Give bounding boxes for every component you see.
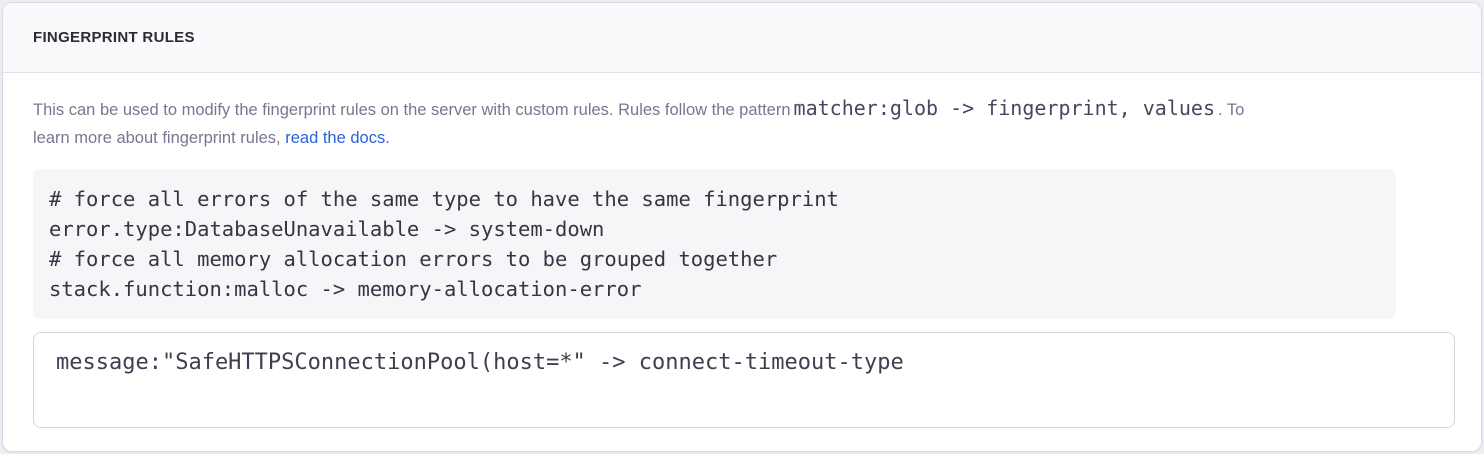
example-rules-code-block: # force all errors of the same type to h…: [33, 169, 1396, 319]
description-text-before-code: This can be used to modify the fingerpri…: [33, 101, 791, 119]
description-line-2: learn more about fingerprint rules, read…: [33, 124, 1453, 152]
fingerprint-rules-textarea[interactable]: message:"SafeHTTPSConnectionPool(host=*"…: [33, 332, 1455, 428]
description-line-1: This can be used to modify the fingerpri…: [33, 94, 1453, 124]
panel-body: This can be used to modify the fingerpri…: [3, 73, 1481, 451]
description-text-line-2: learn more about fingerprint rules,: [33, 129, 281, 147]
pattern-inline-code: matcher:glob -> fingerprint, values: [793, 96, 1215, 120]
panel-description: This can be used to modify the fingerpri…: [33, 94, 1453, 152]
panel-title: FINGERPRINT RULES: [33, 29, 195, 46]
description-text-after-code: . To: [1217, 101, 1245, 119]
panel-header: FINGERPRINT RULES: [3, 3, 1481, 73]
read-the-docs-link[interactable]: read the docs.: [285, 129, 390, 147]
